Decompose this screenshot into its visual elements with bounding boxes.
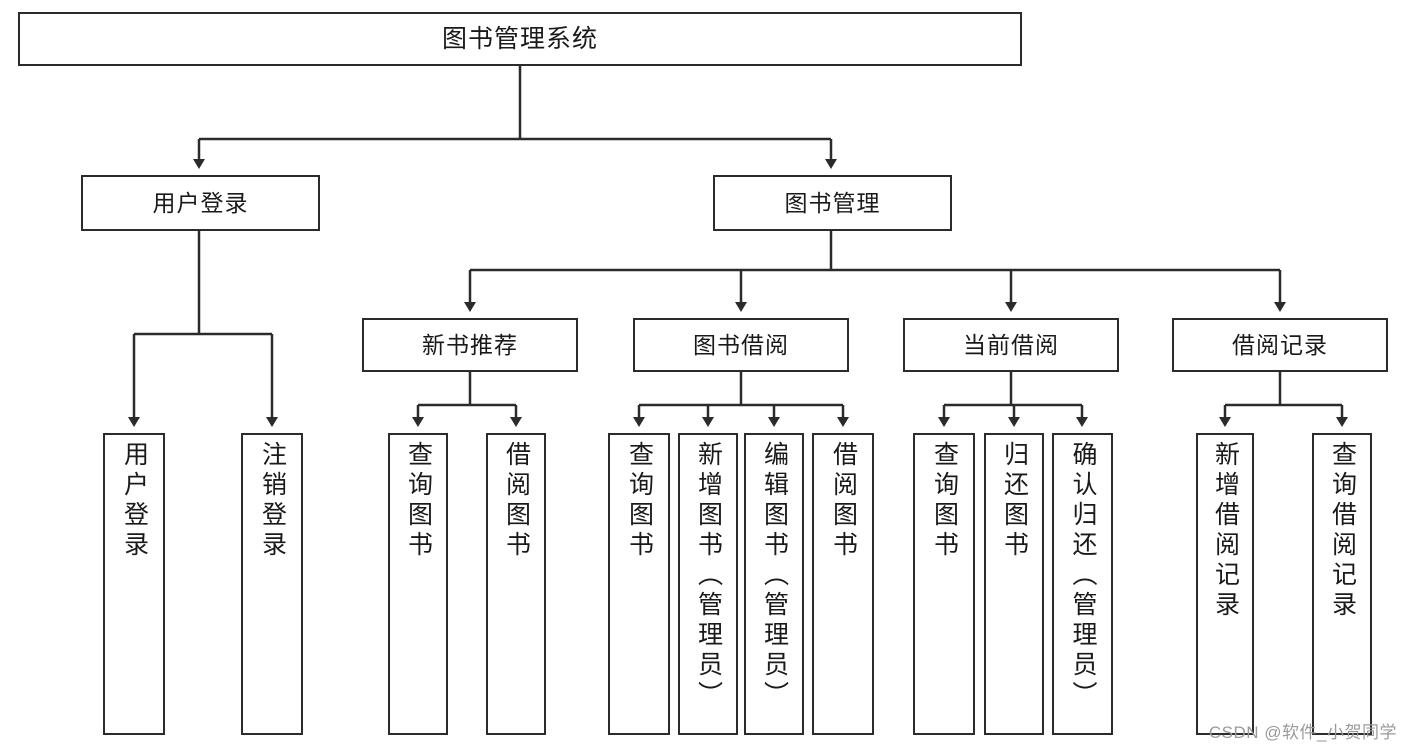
node-leaf-user-login[interactable]: 用户登录: [103, 433, 165, 735]
node-label: 图书管理系统: [441, 24, 598, 53]
node-book-borrow[interactable]: 图书借阅: [633, 318, 849, 372]
node-label: 借阅图书: [502, 441, 531, 561]
node-root-system[interactable]: 图书管理系统: [18, 12, 1022, 66]
node-label: 用户登录: [152, 189, 249, 216]
node-leaf-add-borrow-record[interactable]: 新增借阅记录: [1196, 433, 1254, 735]
node-leaf-return-book[interactable]: 归还图书: [984, 433, 1044, 735]
node-label: 借阅记录: [1232, 331, 1328, 358]
node-book-management[interactable]: 图书管理: [713, 175, 952, 231]
node-label: 查询借阅记录: [1328, 441, 1357, 621]
csdn-watermark: CSDN @软件_小贺同学: [1208, 723, 1397, 742]
node-label: 注销登录: [258, 441, 287, 561]
node-label: 查询图书: [930, 441, 959, 561]
node-leaf-logout[interactable]: 注销登录: [241, 433, 303, 735]
node-leaf-query-book-current[interactable]: 查询图书: [913, 433, 975, 735]
node-leaf-edit-book-admin[interactable]: 编辑图书（管理员）: [744, 433, 804, 735]
node-leaf-query-borrow-record[interactable]: 查询借阅记录: [1312, 433, 1372, 735]
node-leaf-query-book-borrow[interactable]: 查询图书: [608, 433, 670, 735]
node-label: 新增图书（管理员）: [694, 441, 723, 711]
node-label: 新增借阅记录: [1211, 441, 1240, 621]
node-leaf-borrow-book-recommend[interactable]: 借阅图书: [486, 433, 546, 735]
node-label: 编辑图书（管理员）: [760, 441, 789, 711]
node-label: 新书推荐: [422, 331, 518, 358]
node-new-book-recommendation[interactable]: 新书推荐: [362, 318, 578, 372]
node-leaf-borrow-book[interactable]: 借阅图书: [812, 433, 874, 735]
node-label: 图书管理: [784, 189, 881, 216]
node-leaf-confirm-return-admin[interactable]: 确认归还（管理员）: [1052, 433, 1113, 735]
node-label: 借阅图书: [829, 441, 858, 561]
node-leaf-add-book-admin[interactable]: 新增图书（管理员）: [678, 433, 738, 735]
node-label: 用户登录: [120, 441, 149, 561]
node-label: 查询图书: [404, 441, 433, 561]
node-label: 当前借阅: [963, 331, 1059, 358]
node-label: 图书借阅: [693, 331, 789, 358]
node-leaf-query-book-recommend[interactable]: 查询图书: [388, 433, 448, 735]
node-label: 确认归还（管理员）: [1069, 441, 1097, 711]
node-borrow-record[interactable]: 借阅记录: [1172, 318, 1388, 372]
node-label: 查询图书: [625, 441, 654, 561]
node-current-borrow[interactable]: 当前借阅: [903, 318, 1119, 372]
node-label: 归还图书: [1000, 441, 1029, 561]
node-user-login[interactable]: 用户登录: [81, 175, 320, 231]
